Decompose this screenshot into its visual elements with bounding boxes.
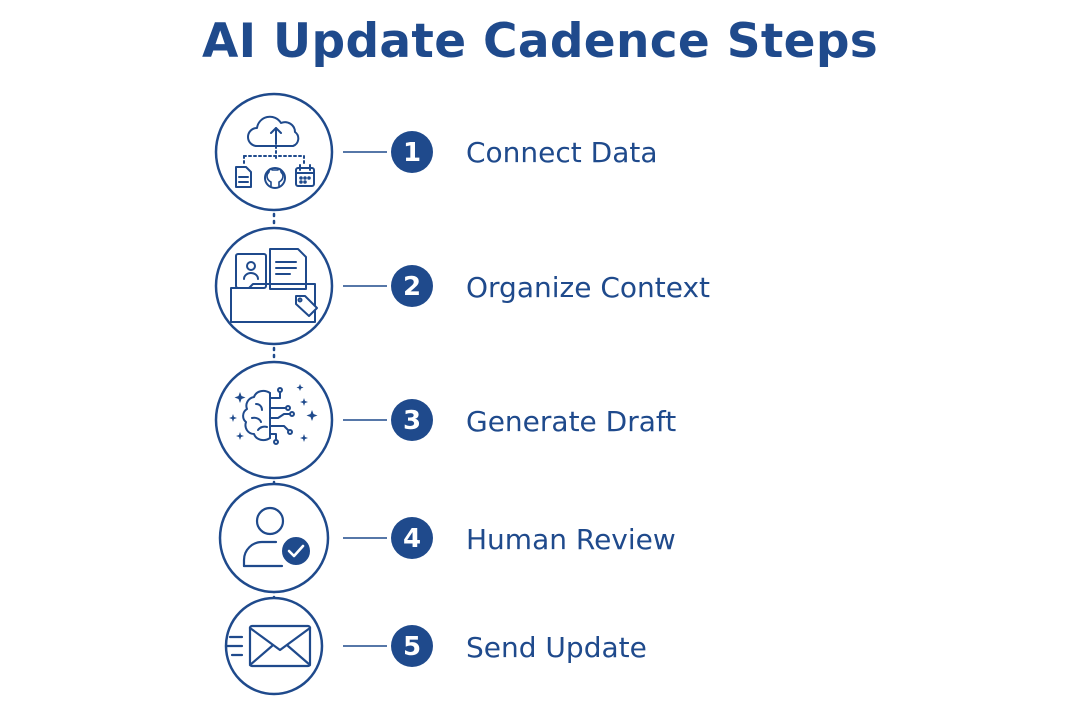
envelope-send-icon [225,624,312,668]
step-1-number: 1 [403,138,421,168]
step-2-circle [214,226,334,346]
step-3-badge [391,399,433,441]
step-3: 3 Generate Draft [214,360,676,480]
step-2-number: 2 [403,272,421,302]
ai-brain-icon [242,387,295,445]
step-2: 2 Organize Context [214,226,710,346]
step-4-circle [218,482,330,594]
step-3-label: Generate Draft [466,405,676,438]
sparkle-icon [229,384,318,442]
step-5-label: Send Update [466,631,647,664]
step-4-label: Human Review [466,523,676,556]
step-5: 5 Send Update [224,596,647,696]
step-3-number: 3 [403,406,421,436]
step-2-label: Organize Context [466,271,710,304]
step-1: 1 Connect Data [214,92,658,212]
folder-documents-icon [230,248,318,323]
step-1-badge [391,131,433,173]
step-5-number: 5 [403,632,421,662]
user-check-icon [242,506,312,568]
step-4-badge [391,517,433,559]
cloud-sources-icon [235,115,315,189]
step-3-circle [214,360,334,480]
step-5-badge [391,625,433,667]
step-4: 4 Human Review [218,482,676,594]
step-1-label: Connect Data [466,136,658,169]
step-4-number: 4 [403,524,421,554]
step-2-badge [391,265,433,307]
step-1-circle [214,92,334,212]
page-title: AI Update Cadence Steps [201,14,879,69]
